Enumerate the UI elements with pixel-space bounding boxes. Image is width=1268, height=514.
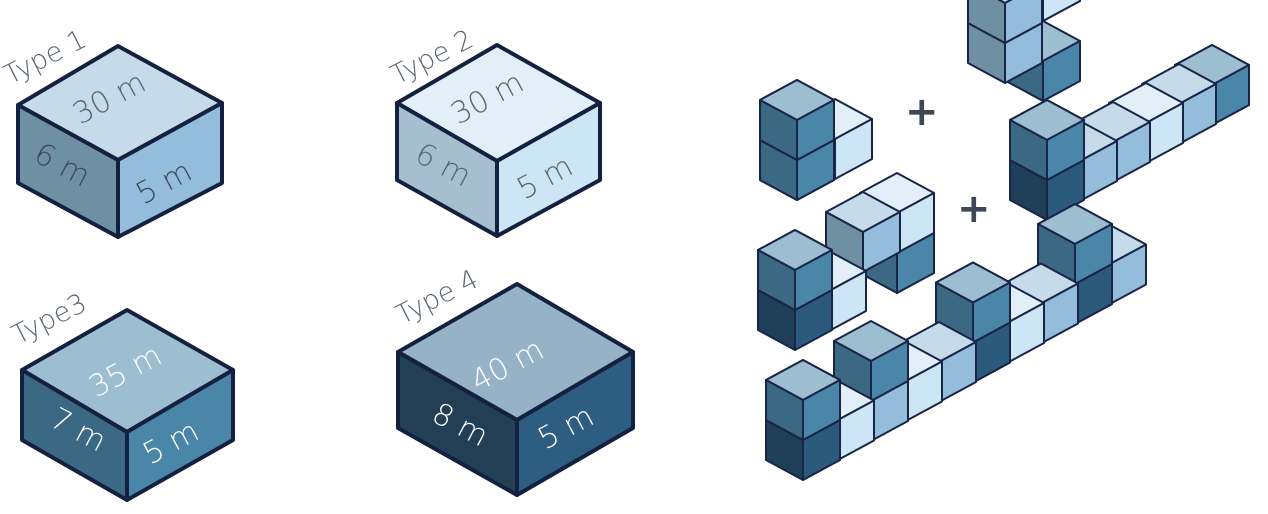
- module-cube: [757, 229, 833, 311]
- type-3-right-face: [125, 368, 235, 502]
- module-cube: [825, 191, 901, 273]
- cube-right-face: [794, 249, 833, 311]
- assembly-middle-right: [1009, 44, 1250, 221]
- module-cube: [967, 0, 1043, 44]
- type-2-box: Type 2 30 m 6 m 5 m: [386, 24, 602, 238]
- cube-right-face: [796, 99, 835, 161]
- module-cube: [765, 359, 841, 441]
- plus-sign-middle: +: [957, 186, 991, 232]
- cube-right-face: [802, 379, 841, 441]
- cube-right-face: [862, 211, 901, 273]
- type-2-right-face: [495, 101, 602, 238]
- cube-right-face: [870, 340, 909, 402]
- cube-right-face: [1042, 0, 1081, 22]
- module-cube: [1009, 99, 1085, 181]
- cube-right-face: [972, 281, 1011, 344]
- assembly-middle-left: [757, 172, 935, 351]
- cube-right-face: [1042, 40, 1081, 102]
- type-1-box: Type 1 30 m 6 m 5 m: [0, 24, 224, 239]
- assembly-small-left: [759, 79, 873, 201]
- plus-sign-top: +: [905, 89, 939, 135]
- cube-right-face: [1046, 119, 1085, 181]
- cube-right-face: [1004, 0, 1043, 44]
- type-4-box: Type 4 40 m 8 m 5 m: [391, 264, 635, 497]
- module-cube: [759, 79, 835, 161]
- type-1-right-face: [116, 101, 224, 239]
- assembly-large-bottom: [765, 203, 1147, 481]
- cube-right-face: [1074, 223, 1113, 285]
- assembly-top-right: [967, 0, 1081, 102]
- type-4-right-face: [515, 350, 635, 497]
- type-3-box: Type3 35 m 7 m 5 m: [7, 288, 235, 502]
